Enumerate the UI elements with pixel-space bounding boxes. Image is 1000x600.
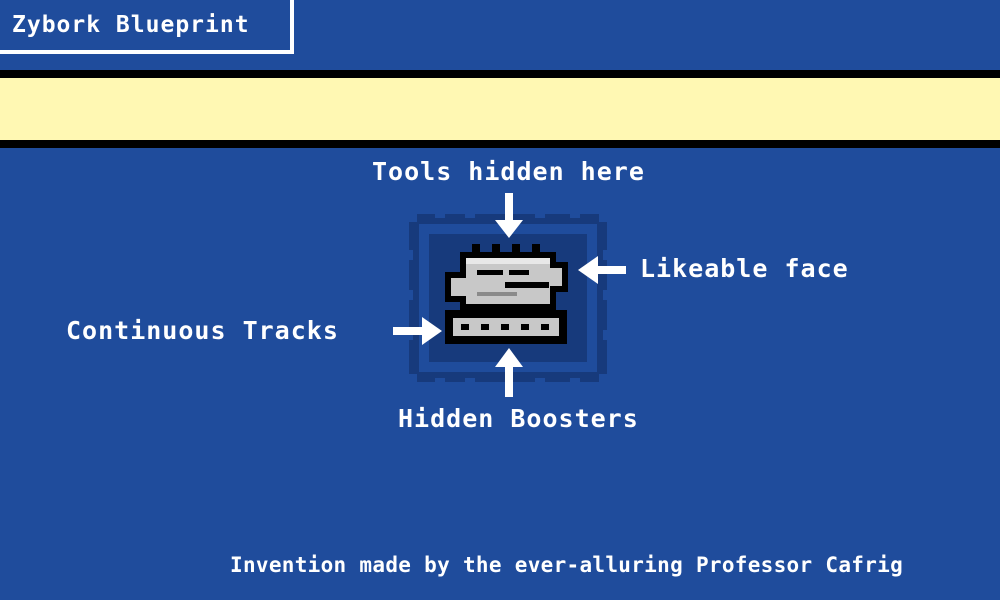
robot-eye-right xyxy=(509,270,529,275)
title-box: Zybork Blueprint xyxy=(0,0,294,54)
text-banner xyxy=(0,70,1000,148)
arrow-left-icon xyxy=(578,256,626,284)
robot-head xyxy=(466,258,550,304)
robot-sprite xyxy=(409,214,607,382)
label-tools: Tools hidden here xyxy=(372,157,645,186)
page-title: Zybork Blueprint xyxy=(12,12,250,38)
label-boosters: Hidden Boosters xyxy=(398,404,639,433)
arrow-right-icon xyxy=(393,317,442,345)
arrow-down-icon xyxy=(495,193,523,238)
robot-eye xyxy=(477,270,503,275)
label-tracks: Continuous Tracks xyxy=(66,316,339,345)
track-wheels xyxy=(461,324,549,330)
credit-line: Invention made by the ever-alluring Prof… xyxy=(230,553,904,577)
text-banner-fill xyxy=(0,78,1000,140)
robot-mouth xyxy=(505,282,549,288)
head-spikes xyxy=(472,244,540,254)
label-face: Likeable face xyxy=(640,254,849,283)
sprite-frame-notches xyxy=(409,214,607,382)
arrow-up-icon xyxy=(495,348,523,397)
